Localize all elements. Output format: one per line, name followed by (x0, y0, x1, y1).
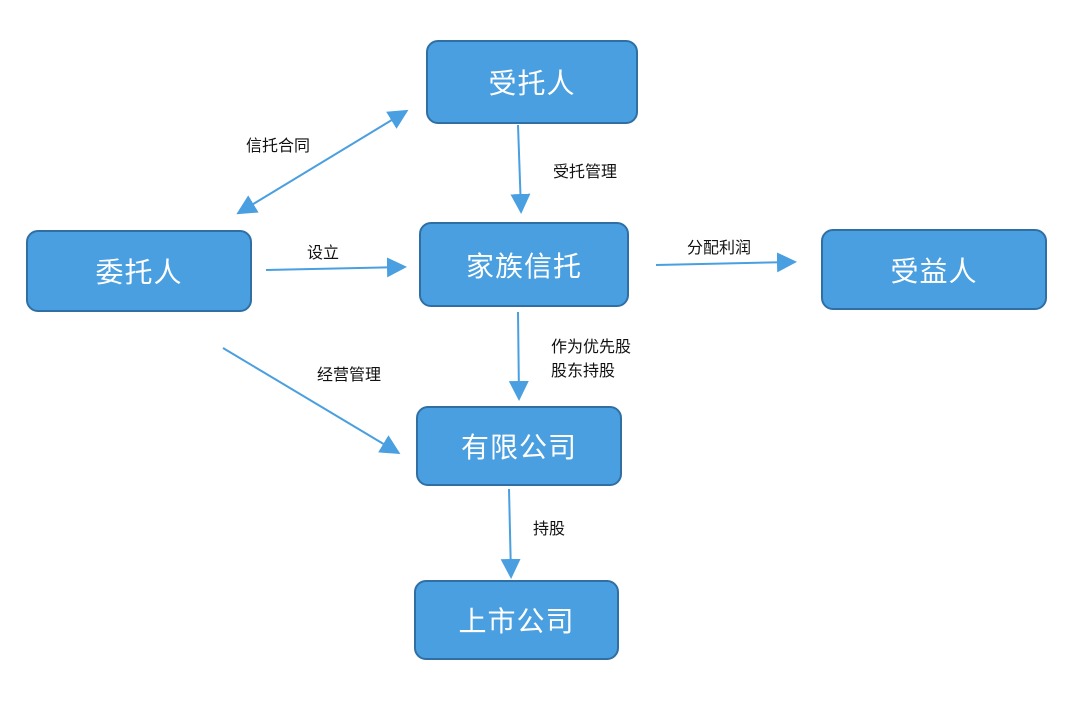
limited-company-label: 有限公司 (460, 431, 577, 464)
trust-contract-label: 信托合同 (246, 136, 311, 155)
settlor-label: 委托人 (95, 256, 183, 289)
family-trust-node: 家族信托 (419, 222, 629, 307)
operation-management-arrow (222, 347, 401, 455)
profit-distribution-label: 分配利润 (687, 238, 752, 257)
establish-arrow (265, 257, 407, 278)
settlor-node: 委托人 (26, 230, 252, 312)
family-trust-label: 家族信托 (465, 249, 582, 283)
shareholding-label: 持股 (533, 519, 566, 538)
preferred-shares-line-2: 股东持股 (551, 361, 616, 380)
trust-management-arrow (510, 124, 531, 214)
limited-company-node: 有限公司 (416, 406, 622, 486)
beneficiary-node: 受益人 (821, 229, 1047, 310)
preferred-shares-line-1: 作为优先股 (551, 337, 632, 356)
shareholding-arrow (500, 488, 521, 579)
trust-management-label: 受托管理 (553, 162, 618, 181)
preferred-shares-label: 作为优先股 股东持股 (551, 335, 661, 383)
profit-distribution-arrow (655, 252, 797, 273)
trustee-label: 受托人 (488, 67, 576, 100)
listed-company-label: 上市公司 (458, 605, 575, 638)
trustee-node: 受托人 (426, 40, 638, 124)
beneficiary-label: 受益人 (890, 254, 978, 288)
listed-company-node: 上市公司 (414, 580, 619, 660)
preferred-shares-arrow (508, 311, 529, 401)
trust-contract-arrow (236, 109, 409, 215)
operation-management-label: 经营管理 (317, 365, 382, 384)
establish-label: 设立 (307, 243, 340, 262)
